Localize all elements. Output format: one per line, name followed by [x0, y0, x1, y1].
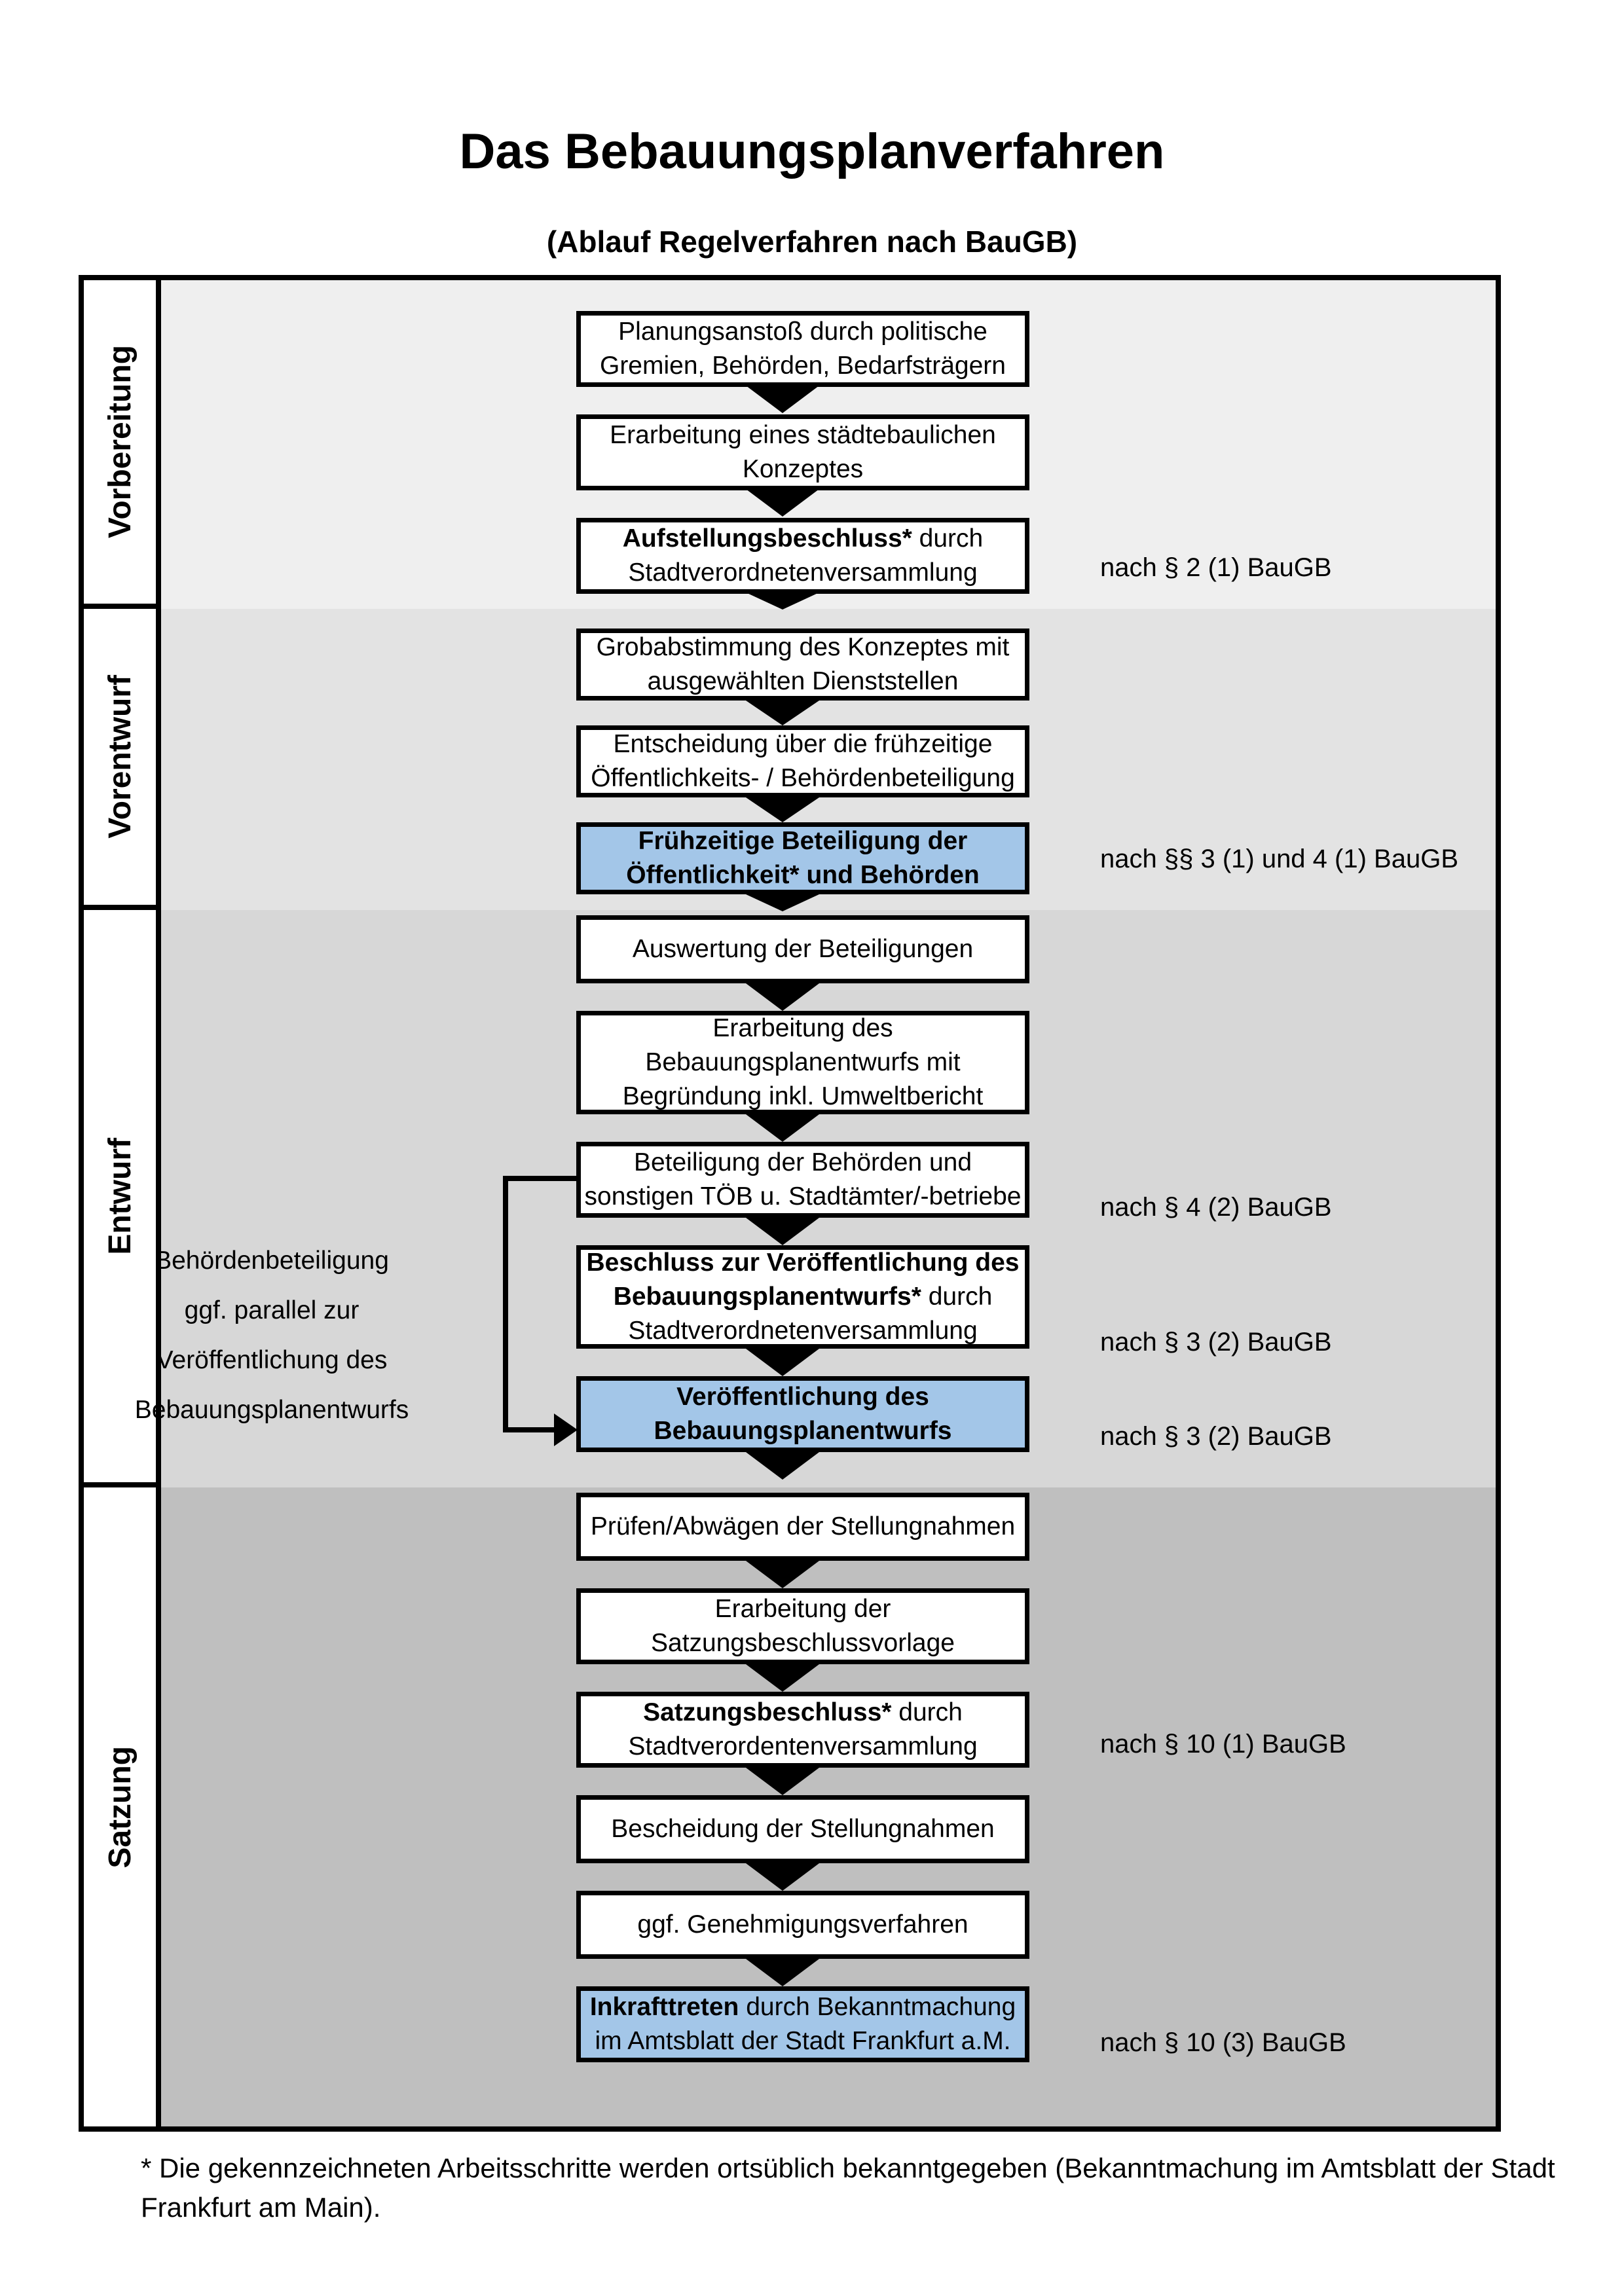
phase-cell-entwurf: Entwurf	[84, 910, 156, 1487]
footnote-line: Frankfurt am Main).	[141, 2192, 381, 2223]
phase-cell-vorentwurf: Vorentwurf	[84, 609, 156, 910]
flow-arrow-down-icon	[746, 894, 819, 911]
step-box-bescheidung: Bescheidung der Stellungnahmen	[576, 1795, 1029, 1863]
box-line: Grobabstimmung des Konzeptes mit	[596, 633, 1010, 661]
footnote-line: * Die gekennzeichneten Arbeitsschritte w…	[141, 2153, 1555, 2183]
flow-arrow-down-icon	[746, 1452, 819, 1480]
box-line: Beteiligung der Behörden und	[633, 1148, 972, 1176]
legal-ref: nach § 4 (2) BauGB	[1100, 1193, 1332, 1222]
phase-label-satzung: Satzung	[102, 1745, 138, 1868]
step-box-entscheidung-beteiligung: Entscheidung über die frühzeitige Öffent…	[576, 725, 1029, 797]
step-box-veroeffentlichung: Veröffentlichung des Bebauungsplanentwur…	[576, 1376, 1029, 1452]
bracket-arrow-right-icon	[554, 1413, 578, 1446]
bracket-connector-bottom	[503, 1427, 554, 1432]
phase-label-column: Vorbereitung Vorentwurf Entwurf Satzung	[84, 280, 161, 2126]
step-box-satzungsbeschluss: Satzungsbeschluss* durch Stadtverordente…	[576, 1692, 1029, 1768]
box-line: Bebauungsplanentwurfs	[654, 1417, 952, 1445]
flow-arrow-down-icon	[746, 1664, 819, 1692]
phase-label-vorbereitung: Vorbereitung	[102, 345, 138, 539]
legal-ref: nach § 2 (1) BauGB	[1100, 553, 1332, 582]
side-annotation-line: ggf. parallel zur	[184, 1296, 360, 1324]
step-box-fruehzeitige-beteiligung: Frühzeitige Beteiligung der Öffentlichke…	[576, 822, 1029, 894]
legal-ref: nach § 3 (2) BauGB	[1100, 1328, 1332, 1357]
box-line: Entscheidung über die frühzeitige	[613, 730, 993, 758]
step-box-staedtebauliches-konzept: Erarbeitung eines städtebaulichen Konzep…	[576, 414, 1029, 490]
side-annotation-line: Behördenbeteiligung	[155, 1247, 389, 1275]
step-box-planungsanstoss: Planungsanstoß durch politische Gremien,…	[576, 311, 1029, 387]
box-line: Öffentlichkeit* und Behörden	[626, 861, 980, 889]
box-line: Planungsanstoß durch politische	[618, 318, 987, 346]
page-title: Das Bebauungsplanverfahren	[459, 124, 1165, 179]
flow-arrow-down-icon	[746, 1561, 819, 1588]
legal-ref: nach § 10 (1) BauGB	[1100, 1730, 1346, 1758]
phase-label-vorentwurf: Vorentwurf	[102, 675, 138, 839]
side-annotation: Behördenbeteiligung ggf. parallel zur Ve…	[118, 1236, 426, 1435]
box-line: Bebauungsplanentwurfs* durch	[613, 1283, 993, 1311]
flow-arrow-down-icon	[746, 1349, 819, 1376]
flow-arrow-down-icon	[746, 1218, 819, 1245]
box-line: Satzungsbeschlussvorlage	[651, 1629, 955, 1657]
box-line: ggf. Genehmigungsverfahren	[637, 1910, 969, 1939]
box-line: Konzeptes	[742, 455, 864, 483]
box-line: Stadtverordentenversammlung	[628, 1732, 978, 1760]
step-box-auswertung: Auswertung der Beteiligungen	[576, 915, 1029, 983]
flow-arrow-down-icon	[746, 1768, 819, 1795]
box-line: Erarbeitung des	[712, 1014, 893, 1042]
step-box-behoerdenbeteiligung: Beteiligung der Behörden und sonstigen T…	[576, 1142, 1029, 1218]
step-box-inkrafttreten: Inkrafttreten durch Bekanntmachung im Am…	[576, 1986, 1029, 2062]
flow-arrow-down-icon	[746, 701, 819, 725]
box-line: im Amtsblatt der Stadt Frankfurt a.M.	[595, 2027, 1011, 2055]
box-line: Frühzeitige Beteiligung der	[638, 827, 968, 855]
box-line: Bebauungsplanentwurfs mit	[645, 1048, 961, 1076]
phase-cell-satzung: Satzung	[84, 1487, 156, 2126]
legal-ref: nach § 10 (3) BauGB	[1100, 2028, 1346, 2057]
step-box-pruefen-abwaegen: Prüfen/Abwägen der Stellungnahmen	[576, 1493, 1029, 1561]
step-box-aufstellungsbeschluss: Aufstellungsbeschluss* durch Stadtverord…	[576, 518, 1029, 594]
box-line: Auswertung der Beteiligungen	[632, 935, 974, 963]
box-line: Beschluss zur Veröffentlichung des	[586, 1248, 1020, 1277]
flow-arrow-down-icon	[746, 386, 819, 413]
flow-arrow-down-icon	[746, 983, 819, 1011]
box-line: Prüfen/Abwägen der Stellungnahmen	[590, 1512, 1016, 1540]
flow-arrow-down-icon	[746, 1863, 819, 1891]
box-line: ausgewählten Dienststellen	[647, 667, 959, 695]
box-line: Begründung inkl. Umweltbericht	[622, 1082, 984, 1110]
step-box-satzungsbeschlussvorlage: Erarbeitung der Satzungsbeschlussvorlage	[576, 1588, 1029, 1664]
box-line: Erarbeitung eines städtebaulichen	[610, 421, 996, 449]
side-annotation-line: Bebauungsplanentwurfs	[134, 1396, 409, 1424]
box-line: sonstigen TÖB u. Stadtämter/-betriebe	[584, 1182, 1022, 1211]
box-line: Inkrafttreten durch Bekanntmachung	[589, 1993, 1016, 2021]
box-line: Veröffentlichung des	[676, 1383, 929, 1411]
box-line: Bescheidung der Stellungnahmen	[611, 1815, 995, 1843]
step-box-genehmigungsverfahren: ggf. Genehmigungsverfahren	[576, 1891, 1029, 1959]
box-line: Gremien, Behörden, Bedarfsträgern	[599, 352, 1006, 380]
flow-arrow-down-icon	[746, 797, 819, 822]
bracket-connector-top	[503, 1176, 576, 1181]
flow-arrow-down-icon	[746, 592, 819, 610]
flow-arrow-down-icon	[746, 1959, 819, 1986]
box-line: Öffentlichkeits- / Behördenbeteiligung	[591, 764, 1015, 792]
bracket-connector-vertical	[503, 1176, 508, 1432]
box-line: Stadtverordnetenversammlung	[628, 558, 978, 587]
step-box-grobabstimmung: Grobabstimmung des Konzeptes mit ausgewä…	[576, 629, 1029, 701]
flow-arrow-down-icon	[746, 1114, 819, 1142]
footnote: * Die gekennzeichneten Arbeitsschritte w…	[141, 2149, 1555, 2227]
box-line: Satzungsbeschluss* durch	[643, 1698, 963, 1726]
page-subtitle: (Ablauf Regelverfahren nach BauGB)	[546, 225, 1078, 259]
legal-ref: nach §§ 3 (1) und 4 (1) BauGB	[1100, 845, 1458, 873]
step-box-beschluss-veroeffentlichung: Beschluss zur Veröffentlichung des Bebau…	[576, 1245, 1029, 1349]
box-line: Stadtverordnetenversammlung	[628, 1317, 978, 1345]
box-line: Aufstellungsbeschluss* durch	[622, 524, 984, 553]
phase-cell-vorbereitung: Vorbereitung	[84, 280, 156, 609]
flow-arrow-down-icon	[746, 489, 819, 517]
box-line: Erarbeitung der	[714, 1595, 891, 1623]
step-box-erarbeitung-entwurf: Erarbeitung des Bebauungsplanentwurfs mi…	[576, 1011, 1029, 1114]
legal-ref: nach § 3 (2) BauGB	[1100, 1422, 1332, 1451]
side-annotation-line: Veröffentlichung des	[156, 1346, 388, 1374]
